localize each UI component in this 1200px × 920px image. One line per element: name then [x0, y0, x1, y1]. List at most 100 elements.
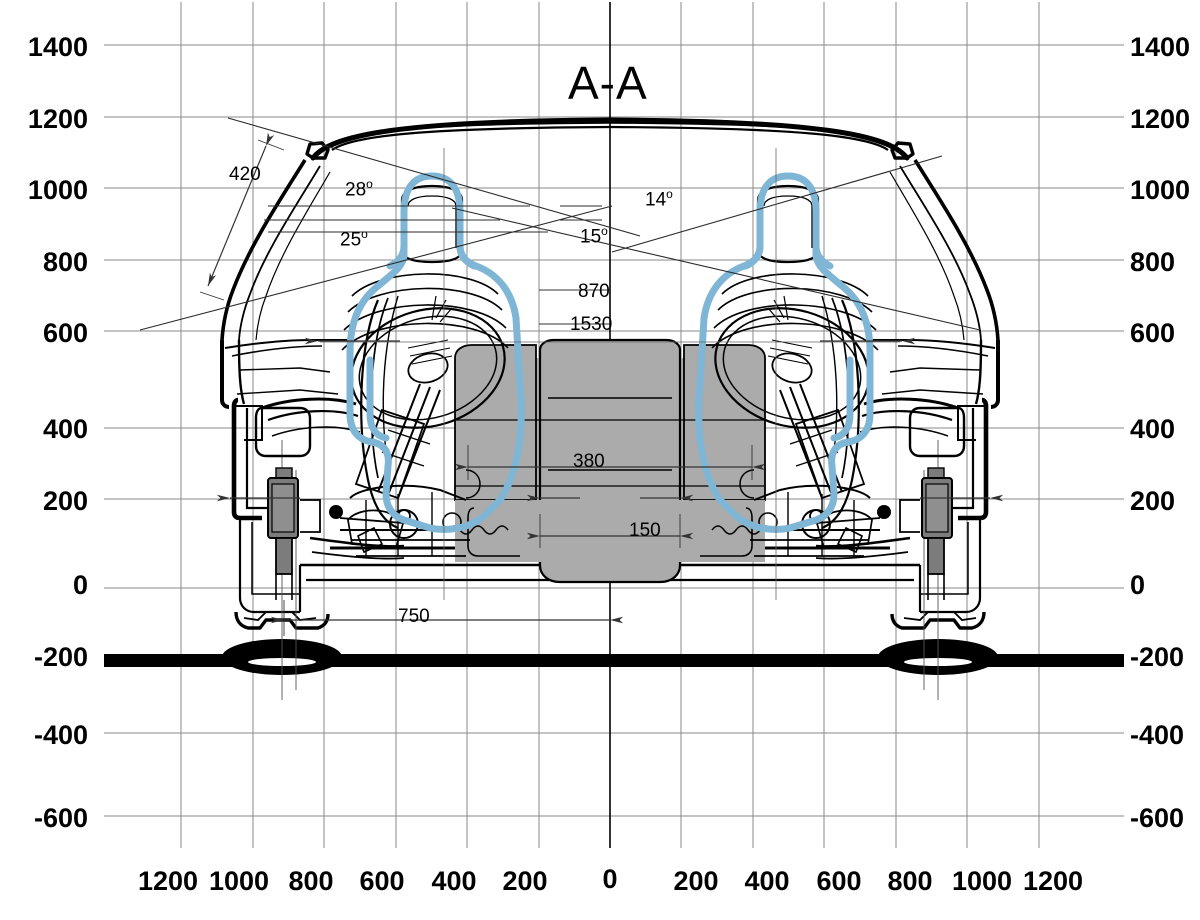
x-tick-9: 600 — [816, 866, 862, 896]
angle-label-14deg: 14o — [645, 188, 673, 209]
seat-arc-r1 — [721, 273, 869, 297]
x-tick-2: 800 — [288, 866, 334, 896]
knuckle-right — [899, 499, 920, 533]
y-tick-left-10: -600 — [33, 803, 88, 833]
knuckle-left — [300, 499, 321, 533]
x-tick-6: 0 — [602, 864, 618, 894]
steering-wheel-left-hub — [407, 352, 449, 384]
angle-value: 14 — [645, 189, 667, 211]
x-tick-10: 800 — [887, 866, 933, 896]
belt-anchor-left — [465, 469, 481, 499]
strut-rod-right — [927, 537, 945, 575]
door-upper-right — [897, 345, 989, 357]
x-tick-8: 400 — [744, 866, 790, 896]
control-arm-left-2 — [311, 551, 405, 560]
degree-symbol: o — [601, 224, 608, 238]
angle-label-28deg: 28o — [345, 178, 373, 199]
sightline-construction — [139, 117, 981, 600]
headrest-right — [756, 184, 820, 264]
balljoint-right — [877, 505, 891, 519]
door-lower-left — [238, 520, 300, 614]
y-tick-left-8: -200 — [33, 642, 88, 672]
rocker-right — [958, 397, 989, 521]
manikin-left-neck-right — [456, 242, 478, 270]
control-arm-left — [309, 536, 405, 548]
pedal-right — [836, 526, 864, 554]
y-tick-right-7: 0 — [1130, 570, 1146, 600]
sightline-14deg — [611, 155, 943, 253]
occupant-manikin-right — [695, 172, 874, 533]
wheel-arch-right — [863, 397, 959, 410]
y-tick-right-8: -200 — [1130, 642, 1185, 672]
roof-outline — [310, 117, 910, 161]
a-pillar-left-outer — [220, 159, 307, 341]
beltline-right — [990, 340, 1000, 409]
dimension-label-420: 420 — [229, 164, 261, 185]
x-tick-11: 1000 — [951, 866, 1013, 896]
strut-cap-left — [275, 467, 293, 479]
roof-rail-right — [890, 141, 915, 160]
seat-arc-r4 — [711, 322, 879, 351]
x-tick-7: 200 — [673, 866, 719, 896]
manikin-right-neck-right — [742, 242, 764, 270]
x-tick-5: 200 — [502, 866, 548, 896]
y-tick-left-5: 400 — [42, 414, 88, 444]
sightline-15deg — [451, 207, 981, 331]
shoulder-left — [237, 339, 246, 405]
rocker-right-box — [957, 405, 986, 441]
sightline-25deg — [139, 205, 613, 331]
y-tick-left-1: 1200 — [27, 104, 88, 134]
y-tick-left-2: 1000 — [27, 175, 88, 205]
dim-420-line — [207, 132, 275, 287]
degree-symbol: o — [366, 177, 373, 191]
y-tick-right-10: -600 — [1130, 803, 1185, 833]
strut-top-mount-left — [254, 406, 312, 458]
dimension-label-1530: 1530 — [570, 314, 613, 335]
dim-420-ext-a — [199, 291, 225, 301]
seat-arc-l1 — [351, 273, 499, 297]
seat-arc-l4 — [341, 322, 509, 351]
manikin-right-neck-left — [812, 242, 834, 270]
degree-symbol: o — [361, 227, 368, 241]
y-tick-right-4: 600 — [1130, 318, 1176, 348]
pedal-left — [356, 526, 384, 554]
door-lower-right — [920, 520, 982, 614]
y-tick-right-1: 1200 — [1130, 104, 1191, 134]
rocker-right-inner — [952, 408, 975, 510]
y-tick-left-9: -400 — [33, 720, 88, 750]
suspension-strut-left — [254, 406, 419, 600]
console-cupholder-left — [467, 507, 520, 557]
headrest-left-inner — [407, 195, 457, 248]
degree-symbol: o — [666, 187, 673, 201]
strut-cap-right — [927, 467, 945, 479]
steering-hub-detail-left — [407, 339, 453, 365]
y-tick-right-3: 800 — [1130, 247, 1176, 277]
console-lower-skirt — [455, 500, 765, 562]
seat-cushion-left — [349, 484, 467, 501]
wheelhouse-right — [861, 409, 953, 422]
manikin-right-arm-notch — [830, 356, 854, 442]
steering-wheel-right-hub — [771, 352, 813, 384]
door-trim-left — [239, 367, 331, 373]
door-trim-left-2 — [236, 389, 339, 395]
center-console — [454, 338, 766, 584]
angle-label-25deg: 25o — [340, 228, 368, 249]
y-tick-left-7: 0 — [72, 570, 88, 600]
ground-line — [104, 654, 1124, 667]
rocker-left — [231, 397, 262, 521]
rocker-left-inner — [245, 408, 268, 510]
steering-wheel-right-rim — [722, 315, 862, 421]
dimension-label-150: 150 — [629, 520, 661, 541]
shoulder-right — [974, 339, 983, 405]
balljoint-left — [329, 505, 343, 519]
sightline-28deg — [227, 117, 641, 237]
console-cupholder-right — [700, 507, 753, 557]
seat-rail-left — [352, 539, 470, 557]
y-tick-left-6: 200 — [42, 486, 88, 516]
seat-cushion-right — [753, 484, 871, 501]
x-tick-3: 600 — [359, 866, 405, 896]
dim-420-ext-b — [257, 139, 285, 151]
door-trim-right-2 — [881, 389, 984, 395]
